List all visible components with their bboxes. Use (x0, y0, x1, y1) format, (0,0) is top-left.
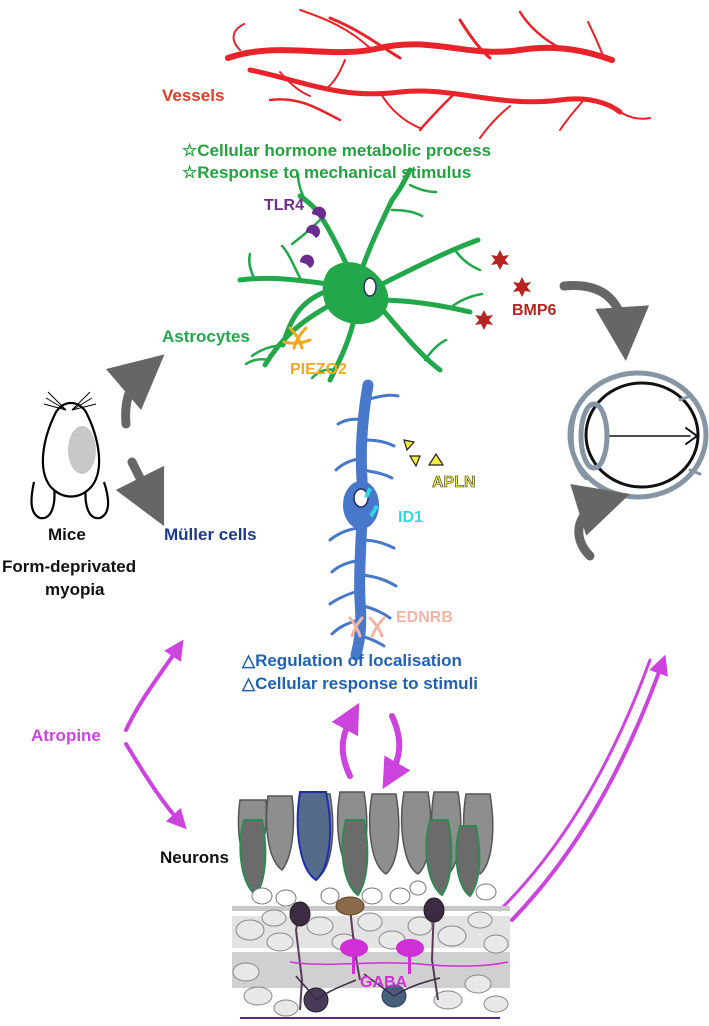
vessels-label: Vessels (162, 86, 225, 105)
id1-marks (364, 487, 379, 518)
ednrb-label: EDNRB (396, 609, 453, 626)
mice-label: Mice (48, 525, 86, 544)
bmp6-molecules (475, 250, 531, 330)
go-term-localisation: △Regulation of localisation (242, 651, 462, 670)
fdm-label-line2: myopia (45, 580, 105, 599)
go-term-mechanical: ☆Response to mechanical stimulus (182, 163, 472, 182)
arrow-cycle-left (331, 702, 360, 779)
bmp6-label: BMP6 (512, 302, 557, 319)
neurons-label: Neurons (160, 848, 229, 867)
muller-nucleus (353, 488, 369, 508)
mouse-graphic (30, 391, 110, 520)
piezo2-channels (282, 326, 312, 350)
arrow-atropine-down (124, 742, 187, 830)
atropine-label: Atropine (31, 726, 101, 745)
go-term-hormone: ☆Cellular hormone metabolic process (182, 141, 492, 160)
arrow-bmp6-to-eye (559, 281, 650, 361)
astrocyte-nucleus (363, 277, 377, 297)
apln-molecules (403, 439, 445, 468)
arrow-mice-to-muller (115, 457, 165, 527)
muller-label: Müller cells (164, 525, 257, 544)
arrow-cycle-right (382, 713, 411, 790)
gaba-label: GABA (360, 974, 408, 991)
retina-graphic (232, 791, 510, 1019)
cycle-arrows (105, 281, 650, 561)
eye-graphic (567, 370, 709, 500)
atropine-arrows (124, 639, 668, 922)
id1-label: ID1 (398, 509, 423, 526)
muller-cell-graphic (328, 379, 400, 661)
go-term-response: △Cellular response to stimuli (242, 674, 479, 693)
arrow-atropine-up (124, 639, 184, 732)
ednrb-receptors (348, 616, 386, 638)
fdm-label-line1: Form-deprivated (2, 557, 137, 576)
vessels-graphic (225, 9, 651, 139)
tlr4-label: TLR4 (264, 197, 304, 214)
apln-label: APLN (432, 474, 476, 492)
astrocytes-label: Astrocytes (162, 327, 250, 346)
arrow-eye-loop (570, 484, 630, 561)
piezo2-label: PIEZO2 (290, 361, 347, 378)
astrocyte-graphic (237, 167, 484, 383)
arrow-retina-up (510, 654, 668, 922)
tlr4-receptors (299, 206, 326, 268)
arrow-mice-to-astrocytes (105, 354, 165, 429)
